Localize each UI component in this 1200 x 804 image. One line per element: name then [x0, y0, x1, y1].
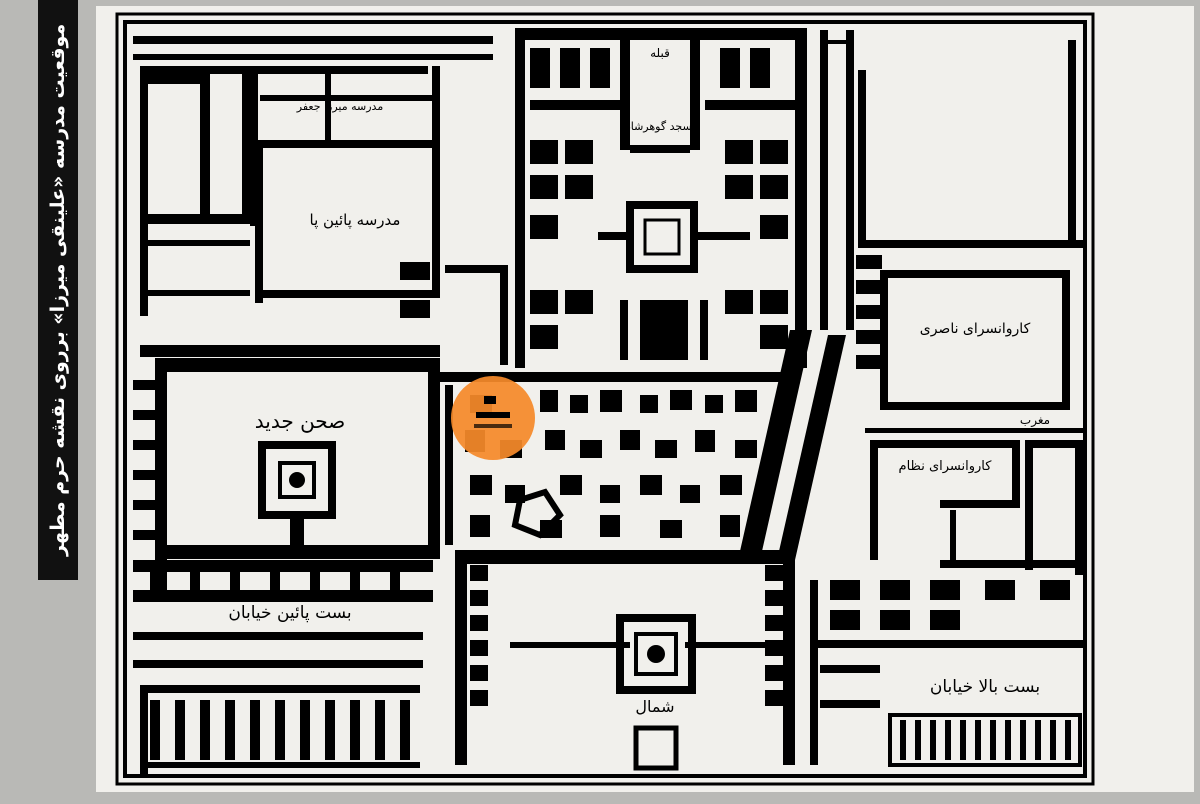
map-labels: صحن جدید مدرسه پائین پا بست پائین خیابان… [228, 46, 1050, 716]
label-shomal: شمال [635, 697, 674, 716]
label-qebla: قبله [650, 46, 670, 60]
location-marker [451, 376, 535, 460]
label-sahn-jadid: صحن جدید [255, 409, 345, 433]
label-madrasa-mirza-jafar: مدرسه میرزا جعفر [296, 100, 384, 113]
label-karvansara-naseri: کاروانسرای ناصری [920, 321, 1031, 337]
caption-text: موقعیت مدرسه «علینقی میرزا» برروی نقشه ح… [47, 23, 69, 557]
label-masjed-gowharshad: مسجد گوهرشاد [626, 120, 698, 133]
map-inner-frame [123, 20, 1087, 778]
label-madrasa-payin-pa: مدرسه پائین پا [310, 211, 401, 230]
label-karvansara-nezam: کاروانسرای نظام [899, 459, 993, 474]
label-bast-bala-khiaban: بست بالا خیابان [930, 677, 1040, 697]
caption-bar: موقعیت مدرسه «علینقی میرزا» برروی نقشه ح… [0, 0, 88, 580]
map-frame [115, 12, 1095, 786]
label-bast-payin-khiaban: بست پائین خیابان [228, 603, 351, 623]
label-maghreb: مغرب [1020, 413, 1050, 428]
caption-background [38, 0, 78, 580]
